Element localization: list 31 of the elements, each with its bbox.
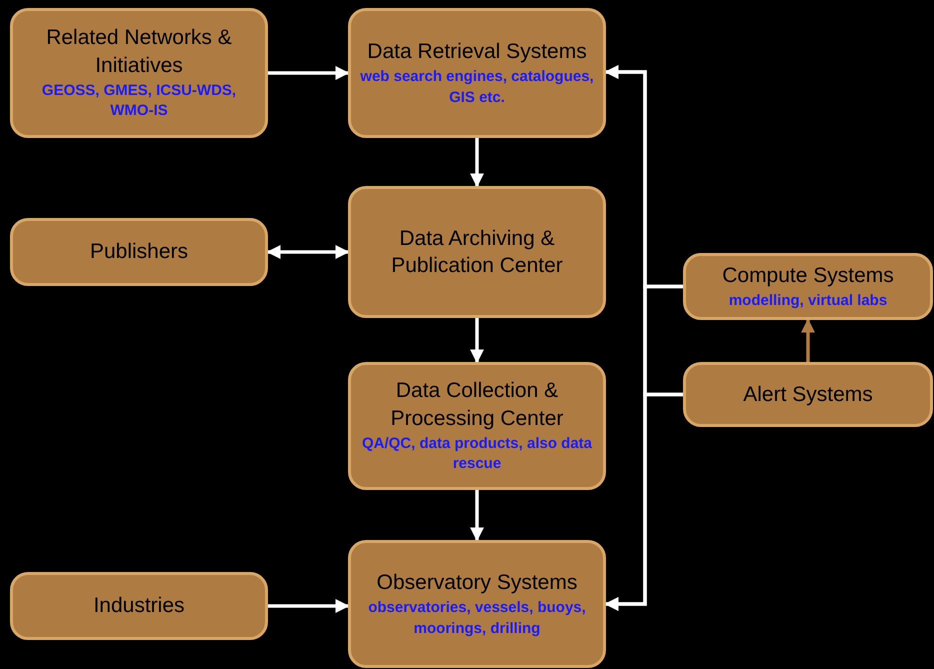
arrow bbox=[801, 318, 815, 362]
process-box bbox=[348, 540, 606, 668]
node-description: GEOSS, GMES, ICSU-WDS, WMO-IS bbox=[40, 81, 238, 122]
arrow bbox=[470, 138, 484, 188]
node-description: modelling, virtual labs bbox=[728, 291, 888, 312]
process-box bbox=[10, 572, 268, 640]
arrow bbox=[470, 318, 484, 364]
arrow bbox=[268, 599, 350, 613]
node-title: Observatory Systems bbox=[376, 570, 578, 596]
process-box bbox=[683, 362, 933, 427]
arrow bbox=[470, 490, 484, 542]
node-title: Alert Systems bbox=[743, 382, 873, 408]
process-box bbox=[683, 253, 933, 320]
arrow bbox=[268, 66, 350, 80]
node-title: Data Archiving & Publication Center bbox=[390, 226, 564, 279]
process-box bbox=[348, 8, 606, 138]
node-title: Data Retrieval Systems bbox=[367, 39, 587, 66]
node-description: QA/QC, data products, also data rescue bbox=[360, 434, 594, 474]
node-title: Industries bbox=[93, 593, 185, 620]
process-box bbox=[10, 8, 268, 138]
process-box bbox=[348, 186, 606, 318]
node-title: Publishers bbox=[90, 239, 188, 266]
process-box bbox=[10, 218, 268, 286]
node-title: Data Collection & Processing Center bbox=[390, 378, 564, 432]
node-title: Compute Systems bbox=[722, 262, 894, 289]
arrow bbox=[266, 245, 350, 259]
node-description: web search engines, catalogues, GIS etc. bbox=[359, 67, 595, 108]
process-box bbox=[348, 362, 606, 490]
node-description: observatories, vessels, buoys, moorings, drilling bbox=[367, 598, 587, 639]
arrow bbox=[604, 392, 683, 611]
node-title: Related Networks & Initiatives bbox=[45, 25, 233, 79]
